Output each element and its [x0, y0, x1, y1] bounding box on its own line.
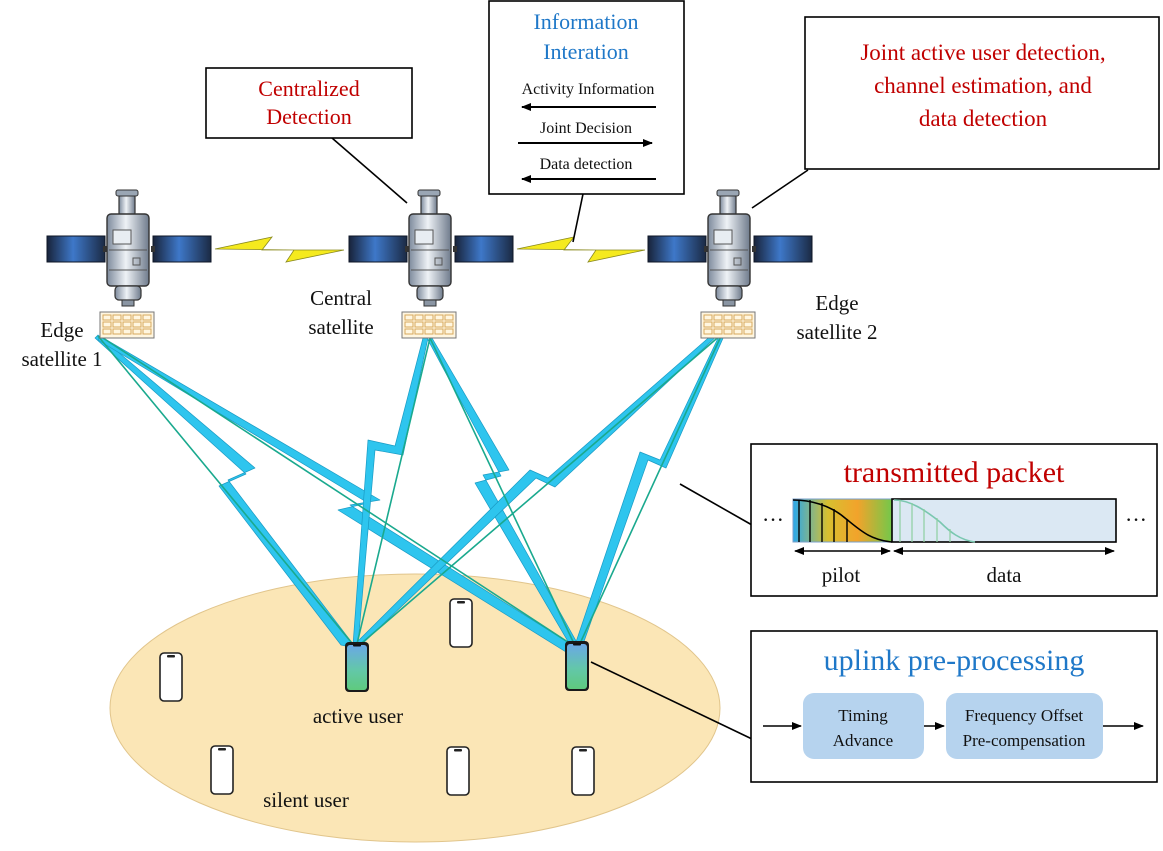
interaction-box-connector: [572, 193, 584, 243]
frequency-offset-line2: Pre-compensation: [963, 731, 1086, 750]
pilot-segment: [792, 498, 893, 543]
packet-ellipsis-right: ···: [1125, 507, 1147, 532]
centralized-detection-box: [205, 67, 413, 139]
silent-user-phone-icon: [159, 652, 183, 702]
timing-advance-line2: Advance: [833, 731, 893, 750]
edge-satellite-1-icon: [46, 189, 212, 339]
edge-satellite-2-icon: [647, 189, 813, 339]
silent-user-label: silent user: [263, 788, 349, 812]
joint-detection-line3: data detection: [919, 106, 1048, 131]
transmitted-packet-title: transmitted packet: [844, 456, 1065, 489]
data-waveform: [893, 499, 976, 543]
edge-satellite-1-label-line1: Edge: [40, 318, 83, 342]
silent-user-phone-icon: [571, 746, 595, 796]
edge-satellite-1-label-line2: satellite 1: [21, 347, 102, 371]
uplink-preprocessing-title: uplink pre-processing: [824, 644, 1085, 677]
edge-satellite-2-label-line1: Edge: [815, 291, 858, 315]
packet-ellipsis-left: ···: [762, 507, 784, 532]
joint-detection-line2: channel estimation, and: [874, 73, 1092, 98]
timing-advance-line1: Timing: [838, 706, 888, 725]
pilot-taps: [798, 500, 848, 542]
central-satellite-label-line1: Central: [310, 286, 372, 310]
packet-connector: [679, 483, 753, 526]
access-links-green: [97, 333, 723, 651]
edge-satellite-2-label-line2: satellite 2: [796, 320, 877, 344]
information-interaction-title-line1: Information: [533, 9, 638, 34]
user-area-ellipse: [109, 573, 721, 843]
centralized-detection-line1: Centralized: [258, 76, 359, 101]
isl-link-right: [516, 236, 646, 263]
active-user-label: active user: [313, 704, 403, 728]
active-user-phone-icon: [565, 641, 589, 691]
information-interaction-title-line2: Interation: [543, 39, 629, 64]
isl-link-left: [214, 236, 345, 263]
data-taps: [899, 500, 951, 542]
frequency-offset-block: [946, 693, 1103, 759]
joint-box-connector: [751, 169, 809, 209]
central-satellite-label-line2: satellite: [308, 315, 373, 339]
joint-detection-line1: Joint active user detection,: [860, 40, 1105, 65]
silent-user-phone-icon: [210, 745, 234, 795]
activity-information-label: Activity Information: [522, 81, 655, 98]
information-interaction-box: [488, 0, 685, 195]
pilot-waveform: [792, 499, 893, 543]
centralized-box-connector: [331, 137, 408, 204]
centralized-detection-line2: Detection: [266, 104, 352, 129]
silent-user-phone-icon: [449, 598, 473, 648]
timing-advance-block: [803, 693, 924, 759]
preprocessing-connector: [590, 661, 753, 740]
joint-detection-box: [804, 16, 1160, 170]
frequency-offset-line1: Frequency Offset: [965, 706, 1083, 725]
data-segment: [891, 498, 1117, 543]
active-user-phone-icon: [345, 642, 369, 692]
data-detection-label: Data detection: [540, 156, 633, 173]
silent-user-phone-icon: [446, 746, 470, 796]
data-label: data: [987, 563, 1023, 587]
joint-decision-label: Joint Decision: [540, 120, 632, 137]
pilot-label: pilot: [822, 563, 861, 587]
